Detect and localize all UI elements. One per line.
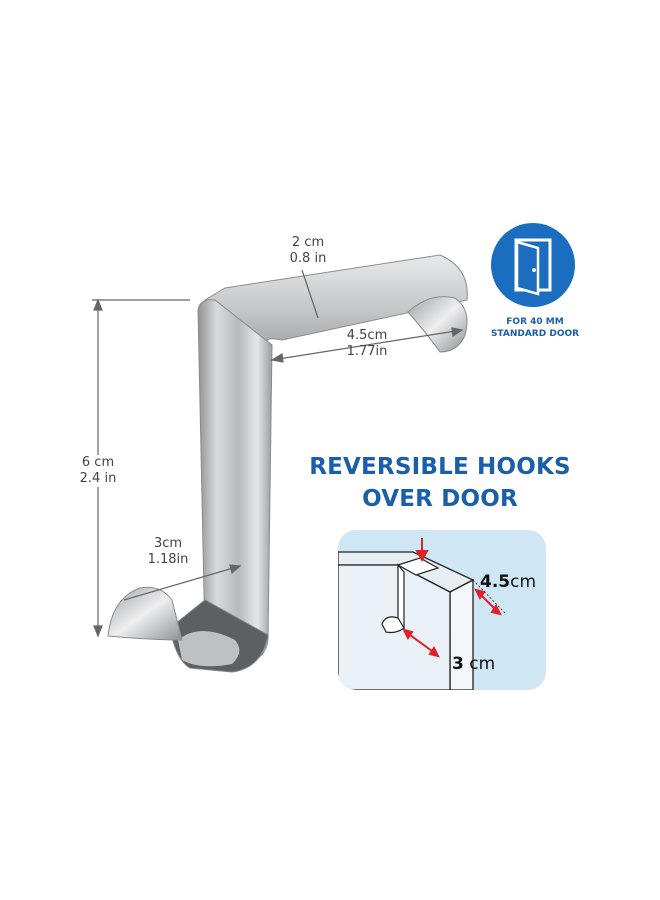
dim-depth-cm: 4.5cm [346,328,388,343]
badge-line2: STANDARD DOOR [490,329,580,339]
dim-depth-label: 4.5cm 1.77in [332,328,402,360]
door-diagram [338,538,507,690]
hook-bottom-lip [107,586,183,641]
door-badge [490,222,576,308]
dim-height-in: 2.4 in [79,471,117,486]
inset-lip-label: 3 cm [452,654,495,674]
inset-diagram: 4.5cm 3 cm [338,530,546,690]
inset-lip-unit: cm [469,654,496,674]
inset-depth-unit: cm [510,572,537,592]
dim-lip-cm: 3cm [153,536,183,551]
inset-lip-value: 3 [452,654,464,674]
door-icon [491,223,575,307]
inset-depth-value: 4.5 [480,572,511,592]
badge-line1: FOR 40 MM [506,317,564,327]
dim-top-in: 0.8 in [289,251,327,266]
dim-depth-in: 1.77in [346,344,388,359]
inset-depth-label: 4.5cm [480,572,536,592]
badge-caption: FOR 40 MM STANDARD DOOR [470,316,600,340]
dim-height-cm: 6 cm [81,455,115,470]
dim-lip-in: 1.18in [147,552,189,567]
headline-line2: OVER DOOR [362,486,518,512]
dim-top-cm: 2 cm [291,235,325,250]
dim-lip-label: 3cm 1.18in [138,536,198,568]
dim-height-label: 6 cm 2.4 in [72,455,124,487]
headline-line1: REVERSIBLE HOOKS [309,454,571,480]
hook-back-curl [407,296,468,353]
dim-top-label: 2 cm 0.8 in [278,235,338,267]
